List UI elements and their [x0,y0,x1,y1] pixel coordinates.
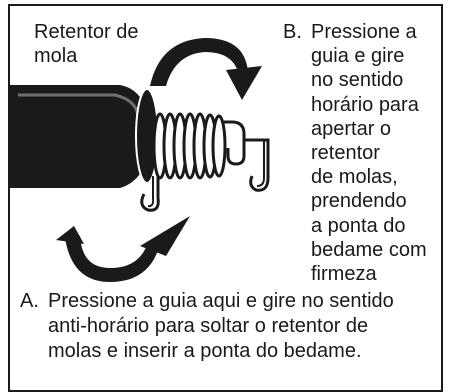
hose-body [10,85,159,188]
step-a-text: Pressione a guia aqui e gire no sentido … [48,290,394,362]
upper-hook-tail [244,138,270,192]
spring-retainer-label: Retentor de mola [34,21,139,67]
step-b-letter: B. [283,21,302,43]
step-b-text: Pressione a guia e gire no sentido horár… [311,21,427,286]
clockwise-arrow [150,38,262,100]
lower-hook [140,176,160,212]
diagram-frame [8,4,443,392]
spring-coils [152,112,227,180]
counter-clockwise-arrow [56,216,190,282]
step-a-letter: A. [20,290,39,312]
upper-hook [224,120,246,166]
spring-retainer-illustration [10,38,270,282]
